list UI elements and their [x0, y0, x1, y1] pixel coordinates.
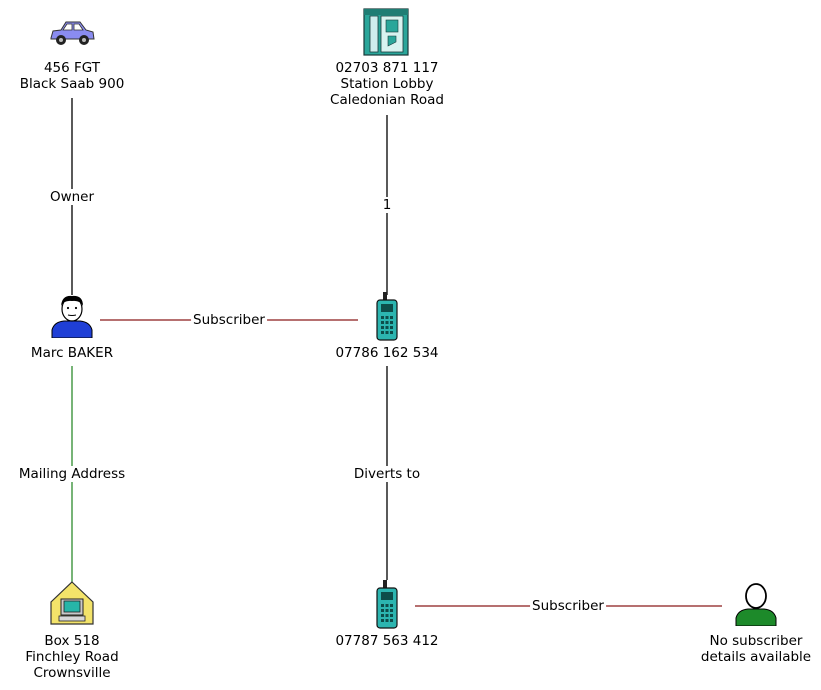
edge-label-owner: Owner [47, 189, 97, 205]
address-box: Box 518 [44, 633, 100, 649]
mobile-1-number: 07786 162 534 [335, 345, 439, 361]
car-icon [50, 21, 95, 45]
node-label-mobile-2: 07787 563 412 [335, 633, 438, 649]
vehicle-plate: 456 FGT [43, 60, 101, 76]
node-label-phone-box: 02703 871 117 Station Lobby Caledonian R… [330, 60, 444, 108]
phone-box-street: Caledonian Road [330, 92, 444, 108]
edge-label-mailing-address: Mailing Address [16, 466, 128, 482]
mobile-phone-icon [376, 292, 398, 341]
node-label-vehicle: 456 FGT Black Saab 900 [20, 60, 125, 92]
mobile-2-number: 07787 563 412 [335, 633, 439, 649]
vehicle-description: Black Saab 900 [19, 76, 125, 92]
phone-box-icon [363, 8, 409, 56]
edge-label-subscriber-2: Subscriber [530, 598, 606, 614]
unknown-subscriber-line-1: No subscriber [709, 633, 803, 649]
node-label-mobile-1: 07786 162 534 [335, 345, 438, 361]
mobile-phone-icon [376, 580, 398, 629]
unknown-subscriber-line-2: details available [700, 649, 812, 665]
address-street: Finchley Road [25, 649, 119, 665]
node-label-unknown-subscriber: No subscriber details available [701, 633, 811, 665]
person-name: Marc BAKER [30, 345, 114, 361]
unknown-person-icon [735, 583, 777, 626]
edge-label-calls: 1 [380, 197, 394, 213]
edge-label-subscriber-1: Subscriber [191, 312, 267, 328]
phone-box-number: 02703 871 117 [335, 60, 439, 76]
address-icon [50, 581, 94, 625]
person-icon [51, 295, 93, 338]
address-town: Crownsville [33, 665, 111, 681]
phone-box-location: Station Lobby [340, 76, 434, 92]
edge-label-diverts-to: Diverts to [351, 466, 423, 482]
node-label-person: Marc BAKER [31, 345, 113, 361]
node-label-address: Box 518 Finchley Road Crownsville [25, 633, 118, 681]
